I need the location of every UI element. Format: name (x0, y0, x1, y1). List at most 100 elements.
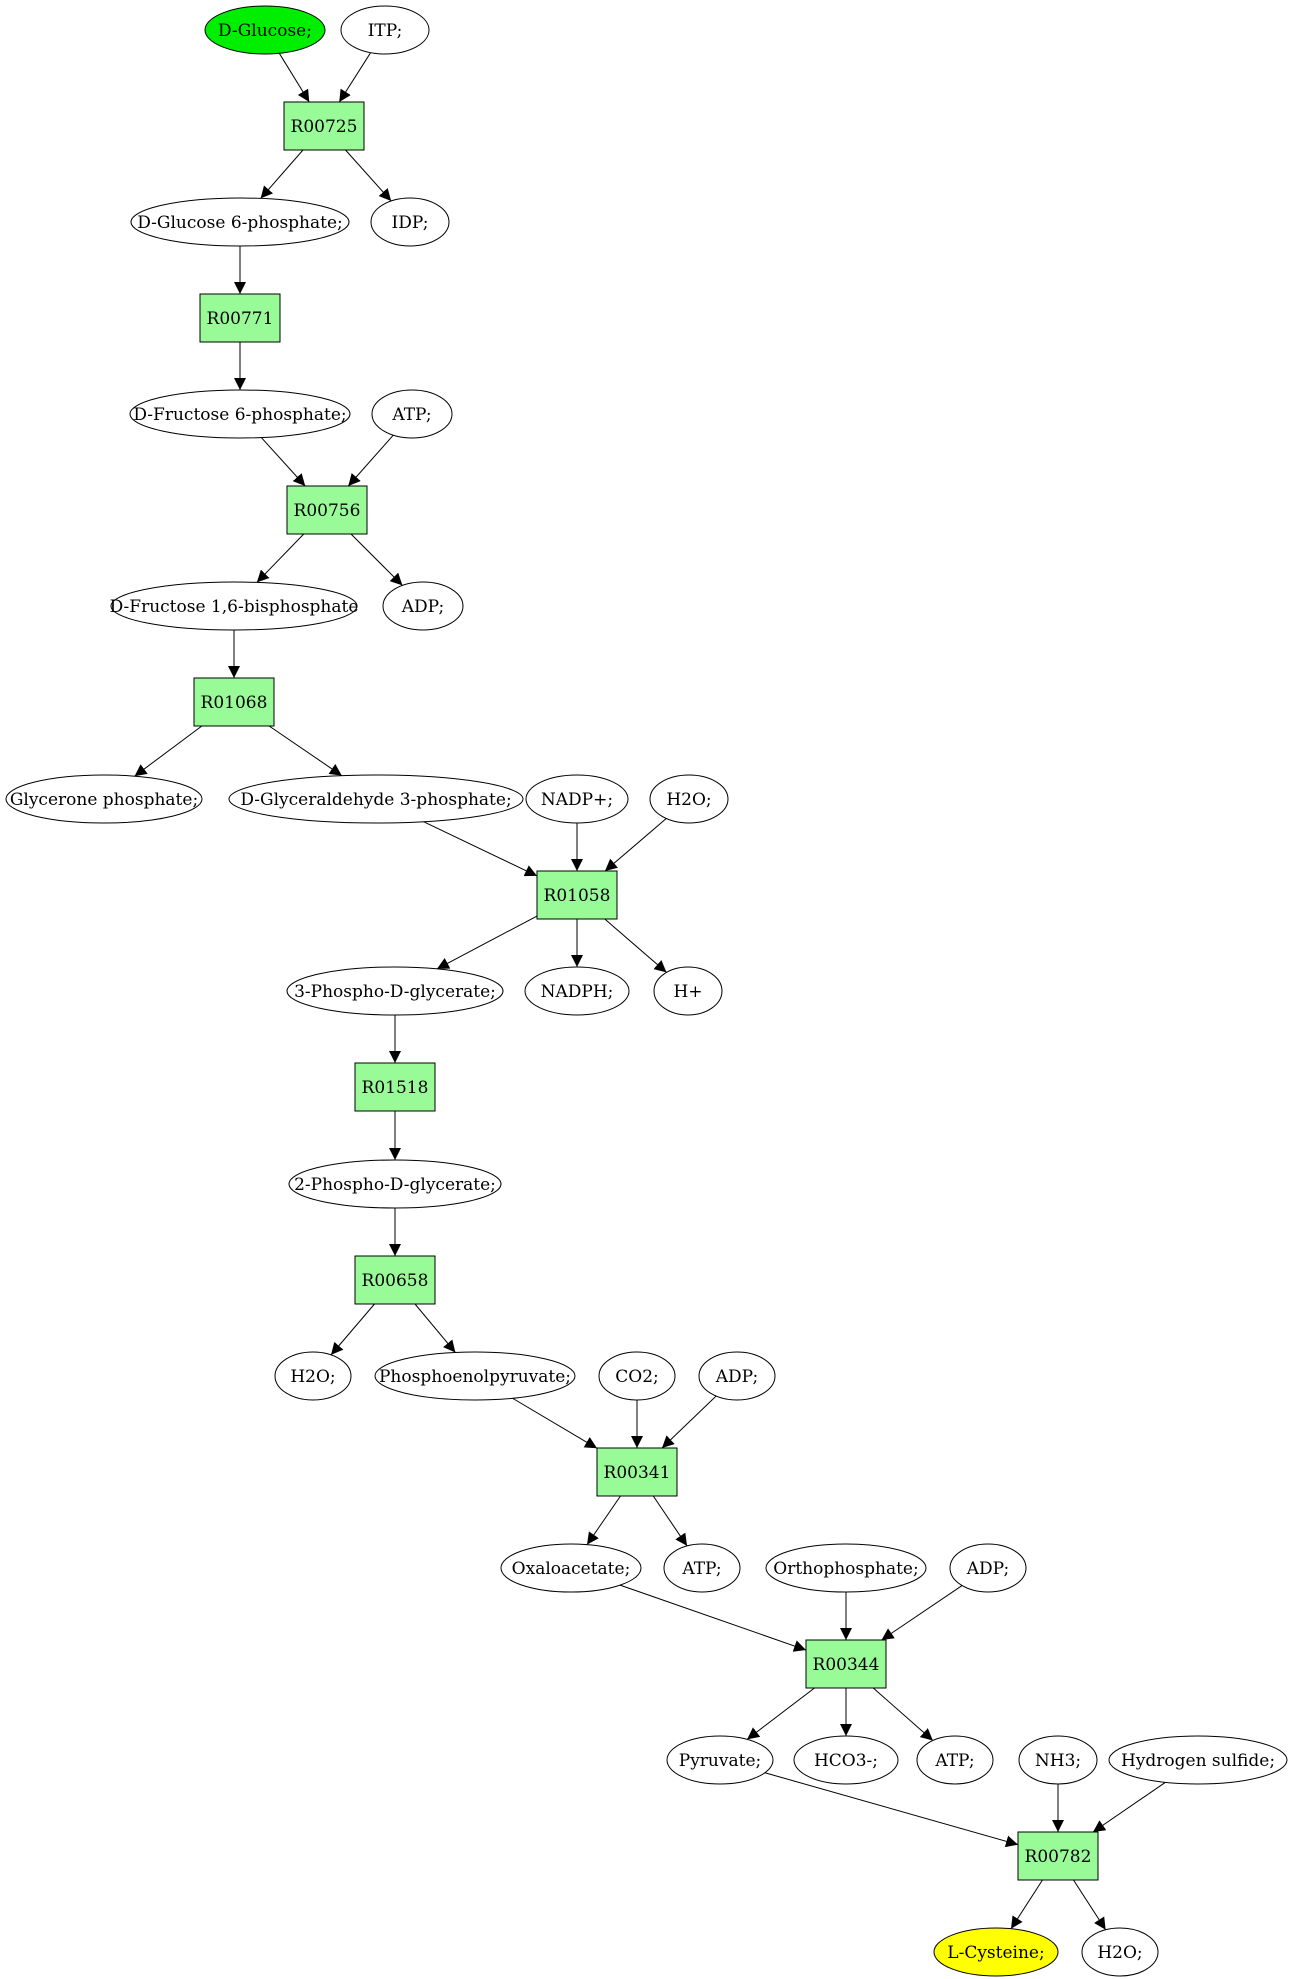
compound-label: L-Cysteine; (947, 1943, 1044, 1963)
edge-r-R00341-to-c-atp2 (652, 1495, 688, 1547)
edge-r-R00658-to-c-h2o2 (330, 1303, 375, 1356)
reaction-box (1017, 1831, 1099, 1881)
compound-label: Hydrogen sulfide; (1121, 1751, 1275, 1771)
compound-ellipse (130, 197, 350, 247)
compound-label: D-Fructose 1,6-bisphosphate (110, 597, 359, 617)
reaction-node-r-R00344: R00344 (805, 1639, 887, 1689)
edge-c-oaa-to-r-R00344 (619, 1584, 807, 1652)
compound-node-c-2pg: 2-Phospho-D-glycerate; (288, 1159, 502, 1209)
reaction-label: R00756 (294, 501, 361, 521)
compound-node-c-adp3: ADP; (949, 1543, 1027, 1593)
edge-r-R00341-to-c-oaa (586, 1495, 621, 1545)
compound-label: NADPH; (541, 982, 614, 1002)
compound-node-c-dhap: Glycerone phosphate; (5, 774, 203, 824)
reaction-node-r-R00756: R00756 (286, 485, 368, 535)
compound-label: 3-Phospho-D-glycerate; (294, 982, 496, 1002)
reaction-node-r-R00771: R00771 (199, 293, 281, 343)
compound-ellipse (288, 1159, 502, 1209)
reaction-node-r-R00725: R00725 (283, 101, 365, 151)
compound-ellipse (370, 197, 450, 247)
reaction-box (596, 1447, 678, 1497)
compound-label: ADP; (401, 597, 444, 617)
compound-node-c-atp2: ATP; (663, 1543, 741, 1593)
reaction-label: R00344 (813, 1655, 880, 1675)
compound-node-c-nadp: NADP+; (525, 774, 629, 824)
compound-label: ADP; (966, 1559, 1009, 1579)
reaction-node-r-R00782: R00782 (1017, 1831, 1099, 1881)
edge-r-R00725-to-c-idp (345, 149, 392, 202)
reaction-node-r-R01518: R01518 (354, 1062, 436, 1112)
reaction-box (805, 1639, 887, 1689)
compound-ellipse (793, 1735, 899, 1785)
compound-ellipse (382, 581, 464, 631)
edge-r-R00344-to-c-atp3 (872, 1687, 934, 1741)
compound-node-c-h2o1: H2O; (649, 774, 729, 824)
compound-label: Oxaloacetate; (512, 1559, 631, 1579)
compound-ellipse (228, 774, 524, 824)
compound-node-c-idp: IDP; (370, 197, 450, 247)
compound-node-c-nadph: NADPH; (524, 966, 630, 1016)
reaction-label: R00658 (362, 1271, 429, 1291)
reaction-label: R00341 (604, 1463, 671, 1483)
compound-node-c-glucose: D-Glucose; (204, 5, 326, 55)
compound-label: H2O; (290, 1367, 335, 1387)
edge-r-R00782-to-c-cys (1010, 1879, 1043, 1929)
compound-ellipse (598, 1351, 676, 1401)
compound-ellipse (949, 1543, 1027, 1593)
compound-ellipse (698, 1351, 776, 1401)
compound-label: Orthophosphate; (773, 1559, 918, 1579)
compound-node-c-atp3: ATP; (916, 1735, 994, 1785)
edge-c-adp3-to-r-R00344 (881, 1585, 963, 1641)
compound-node-c-h: H+ (653, 966, 723, 1016)
edge-c-pep-to-r-R00341 (512, 1397, 598, 1449)
compound-ellipse (371, 389, 453, 439)
compound-ellipse (5, 774, 203, 824)
compound-node-c-3pg: 3-Phospho-D-glycerate; (286, 966, 504, 1016)
compound-node-c-h2o2: H2O; (274, 1351, 352, 1401)
compound-label: NADP+; (541, 790, 613, 810)
edge-r-R01068-to-c-dhap (134, 725, 203, 777)
edge-c-h2o1-to-r-R01058 (604, 818, 667, 872)
edge-c-atp1-to-r-R00756 (347, 434, 394, 487)
compound-label: 2-Phospho-D-glycerate; (294, 1175, 496, 1195)
compound-ellipse (765, 1543, 927, 1593)
compound-label: ATP; (391, 405, 431, 425)
compound-ellipse (286, 966, 504, 1016)
compound-node-c-h2s: Hydrogen sulfide; (1108, 1735, 1288, 1785)
compound-ellipse (916, 1735, 994, 1785)
edge-c-pyr-to-r-R00782 (764, 1772, 1019, 1848)
compound-label: NH3; (1035, 1751, 1081, 1771)
reaction-label: R00782 (1025, 1847, 1092, 1867)
compound-label: D-Fructose 6-phosphate; (133, 405, 346, 425)
reaction-node-r-R01068: R01068 (193, 677, 275, 727)
reaction-node-r-R00658: R00658 (354, 1255, 436, 1305)
compound-ellipse (340, 5, 430, 55)
compound-ellipse (666, 1735, 774, 1785)
compound-ellipse (524, 966, 630, 1016)
compound-ellipse (1018, 1735, 1098, 1785)
compound-label: Phosphoenolpyruvate; (379, 1367, 571, 1387)
compound-node-c-atp1: ATP; (371, 389, 453, 439)
compound-ellipse (204, 5, 326, 55)
reaction-node-r-R00341: R00341 (596, 1447, 678, 1497)
compound-ellipse (500, 1543, 642, 1593)
compound-ellipse (374, 1351, 576, 1401)
reaction-box (536, 870, 618, 920)
reaction-box (199, 293, 281, 343)
compound-label: H2O; (1097, 1943, 1142, 1963)
reaction-label: R01518 (362, 1078, 429, 1098)
compound-node-c-g3p: D-Glyceraldehyde 3-phosphate; (228, 774, 524, 824)
compound-node-c-nh3: NH3; (1018, 1735, 1098, 1785)
compound-ellipse (274, 1351, 352, 1401)
compound-label: D-Glucose; (218, 21, 312, 41)
compound-label: IDP; (392, 213, 429, 233)
edge-r-R01068-to-c-g3p (268, 725, 343, 777)
compound-label: CO2; (615, 1367, 659, 1387)
compound-node-c-pep: Phosphoenolpyruvate; (374, 1351, 576, 1401)
reaction-label: R00771 (207, 309, 274, 329)
compound-node-c-g6p: D-Glucose 6-phosphate; (130, 197, 350, 247)
reaction-box (354, 1062, 436, 1112)
reaction-box (283, 101, 365, 151)
compound-label: D-Glucose 6-phosphate; (137, 213, 343, 233)
